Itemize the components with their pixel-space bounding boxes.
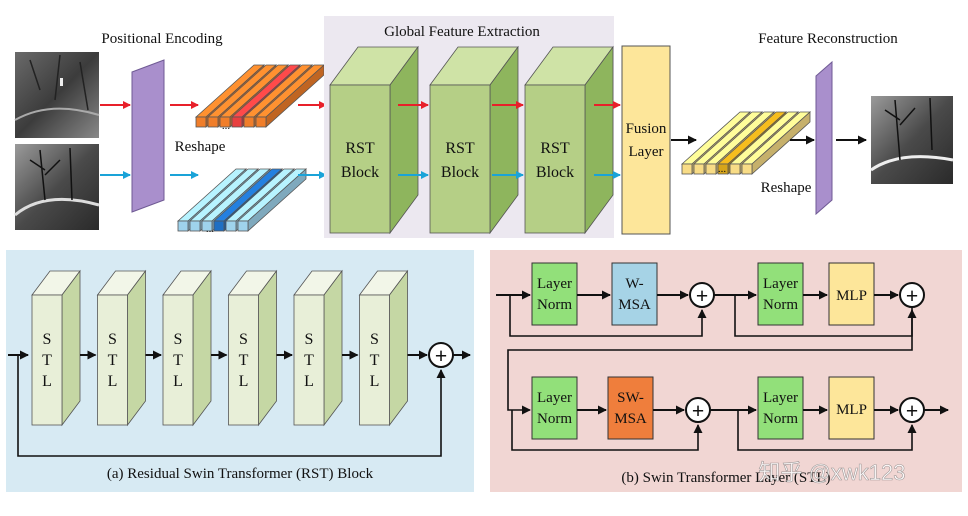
positional-encoding-label: Positional Encoding	[101, 31, 223, 47]
fused-output-image	[870, 96, 954, 184]
stl-add-3-symbol: +	[692, 398, 705, 423]
layer-norm-3-line2: Norm	[537, 411, 572, 427]
stl-block-4-letter-1: S	[239, 331, 248, 348]
visible-token-stack	[176, 168, 308, 232]
mlp-1	[828, 262, 875, 326]
layer-norm-3-line1: Layer	[537, 390, 572, 406]
stl-block-1-letter-3: L	[42, 373, 52, 390]
stl-skip-4	[737, 410, 917, 451]
layer-norm-1-line2: Norm	[537, 297, 572, 313]
infrared-input-image	[14, 52, 100, 138]
layer-norm-4	[757, 376, 804, 440]
stl-add-2-symbol: +	[906, 283, 919, 308]
layer-norm-1	[531, 262, 578, 326]
rst-block-1: RST Block	[329, 45, 419, 235]
layer-norm-2-line2: Norm	[763, 297, 798, 313]
rst-block-3: RST Block	[524, 45, 614, 235]
wmsa-line2: MSA	[618, 297, 651, 313]
stl-block-1-letter-1: S	[43, 331, 52, 348]
layer-norm-4-line1: Layer	[763, 390, 798, 406]
mlp-2	[828, 376, 875, 440]
rst-block-3-line2: Block	[536, 164, 574, 181]
fusion-layer	[621, 45, 671, 235]
tokens-ir-bar-6	[254, 64, 326, 128]
stl-block-5-letter-1: S	[305, 331, 314, 348]
fusion-layer-line1: Fusion	[626, 121, 667, 137]
rst-block-2-line2: Block	[441, 164, 479, 181]
stl-block-2-letter-1: S	[108, 331, 117, 348]
stl-skip-1	[509, 295, 707, 337]
rst-block-2: RST Block	[429, 45, 519, 235]
wmsa-line1: W-	[625, 276, 643, 292]
fused-token-stack	[680, 111, 812, 175]
feature-reconstruction-label: Feature Reconstruction	[758, 31, 898, 47]
visible-input-image	[14, 144, 100, 230]
stl-block-2-letter-2: T	[108, 352, 118, 369]
rst-block-group: RST Block RST Block RST Block	[329, 45, 614, 235]
swmsa-line2: MSA	[614, 411, 647, 427]
stl-block-4-letter-2: T	[239, 352, 249, 369]
mlp-1-label: MLP	[836, 288, 867, 304]
global-feature-extraction-label: Global Feature Extraction	[384, 24, 540, 40]
stl-block-5-letter-2: T	[304, 352, 314, 369]
rst-caption: (a) Residual Swin Transformer (RST) Bloc…	[107, 466, 374, 482]
stl-block-6: STL	[358, 269, 409, 427]
layer-norm-4-line2: Norm	[763, 411, 798, 427]
stl-block-2-letter-3: L	[108, 373, 118, 390]
rst-residual-add-symbol: +	[435, 343, 448, 368]
swmsa-line1: SW-	[617, 390, 644, 406]
rst-skip-connection	[17, 355, 446, 457]
tokens-fused-bar-6	[740, 111, 812, 175]
stl-block-4-letter-3: L	[239, 373, 249, 390]
rst-block-2-line1: RST	[445, 140, 475, 157]
tokens-vis-bar-6	[236, 168, 308, 232]
layer-norm-3	[531, 376, 578, 440]
ir-token-dots: ...	[222, 120, 231, 132]
stl-block-1-letter-2: T	[42, 352, 52, 369]
stl-block-3: STL	[162, 269, 212, 427]
layer-norm-2-line1: Layer	[763, 276, 798, 292]
stl-block-1: STL	[31, 269, 81, 427]
mlp-2-label: MLP	[836, 402, 867, 418]
stl-block-5: STL	[293, 269, 343, 427]
stl-add-4-symbol: +	[906, 398, 919, 423]
swmsa-block	[607, 376, 654, 440]
reshape-right-label: Reshape	[761, 180, 812, 196]
rst-block-1-line2: Block	[341, 164, 379, 181]
stl-block-3-letter-3: L	[173, 373, 183, 390]
vis-token-dots: ...	[206, 223, 215, 235]
layer-norm-2	[757, 262, 804, 326]
stl-block-3-letter-1: S	[174, 331, 183, 348]
stl-block-3-letter-2: T	[173, 352, 183, 369]
ir-token-stack	[194, 64, 326, 128]
wmsa-block	[611, 262, 658, 326]
stl-caption: (b) Swin Transformer Layer (STL)	[621, 470, 830, 486]
layer-norm-1-line1: Layer	[537, 276, 572, 292]
stl-skip-3	[511, 410, 703, 451]
watermark: 知乎 @xwk123	[758, 460, 905, 485]
stl-row-connector	[507, 307, 913, 415]
reshape-left-label: Reshape	[175, 139, 226, 155]
stl-block-2: STL	[96, 269, 147, 427]
stl-block-4: STL	[227, 269, 278, 427]
reconstruction-layer	[815, 60, 833, 216]
rst-block-1-line1: RST	[345, 140, 375, 157]
stl-block-6-letter-1: S	[370, 331, 379, 348]
fusion-layer-line2: Layer	[629, 144, 664, 160]
positional-encoding-layer	[131, 59, 165, 213]
rst-block-3-line1: RST	[540, 140, 570, 157]
stl-add-1-symbol: +	[696, 283, 709, 308]
fused-token-dots: ...	[718, 163, 727, 175]
stl-block-6-letter-2: T	[370, 352, 380, 369]
stl-block-6-letter-3: L	[370, 373, 380, 390]
stl-block-5-letter-3: L	[304, 373, 314, 390]
